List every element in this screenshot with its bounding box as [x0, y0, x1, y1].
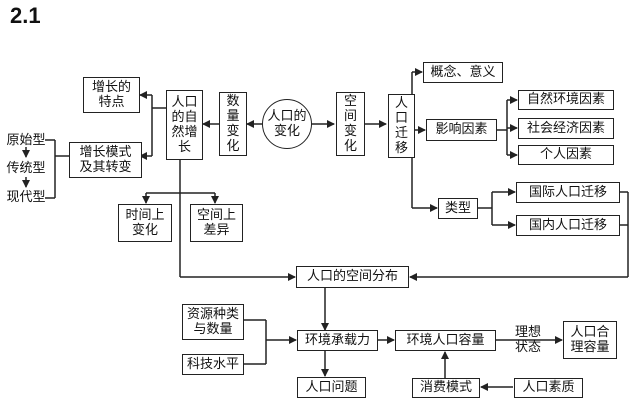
consumption-pattern-node: 消费模式 — [412, 378, 480, 398]
population-change-node: 人口的变化 — [262, 99, 312, 149]
spatial-change-node: 空间变化 — [336, 92, 365, 156]
international-migration: 国际人口迁移 — [516, 182, 620, 203]
quantity-change-node: 数量变化 — [219, 92, 247, 156]
population-problems-node: 人口问题 — [297, 377, 366, 398]
type-modern: 现代型 — [6, 190, 46, 205]
spatial-diff-node: 空间上差异 — [190, 204, 243, 242]
factors-node: 影响因素 — [426, 119, 497, 141]
factor-socioeconomic: 社会经济因素 — [518, 118, 614, 139]
spatial-distribution-node: 人口的空间分布 — [296, 266, 409, 288]
growth-mode-node: 增长模式及其转变 — [69, 142, 142, 178]
ideal-state-label: 理想状态 — [514, 325, 541, 355]
concept-node: 概念、意义 — [423, 62, 503, 83]
temporal-change-node: 时间上变化 — [118, 204, 172, 242]
growth-features-node: 增长的特点 — [83, 77, 140, 113]
migration-node: 人口迁移 — [388, 94, 415, 158]
domestic-migration: 国内人口迁移 — [516, 215, 620, 236]
factor-natural: 自然环境因素 — [518, 90, 614, 110]
section-heading: 2.1 — [10, 3, 41, 28]
population-quality-node: 人口素质 — [514, 378, 583, 398]
technology-node: 科技水平 — [182, 354, 244, 375]
natural-growth-node: 人口 的自 然增 长 — [166, 90, 203, 160]
factor-personal: 个人因素 — [518, 145, 614, 165]
type-traditional: 传统型 — [6, 161, 46, 176]
reasonable-capacity-node: 人口合理容量 — [563, 321, 617, 359]
env-population-capacity-node: 环境人口容量 — [395, 330, 496, 351]
type-primitive: 原始型 — [6, 133, 46, 148]
carrying-capacity-node: 环境承载力 — [297, 330, 378, 351]
migration-type-node: 类型 — [438, 198, 478, 219]
resources-node: 资源种类与数量 — [182, 304, 244, 340]
